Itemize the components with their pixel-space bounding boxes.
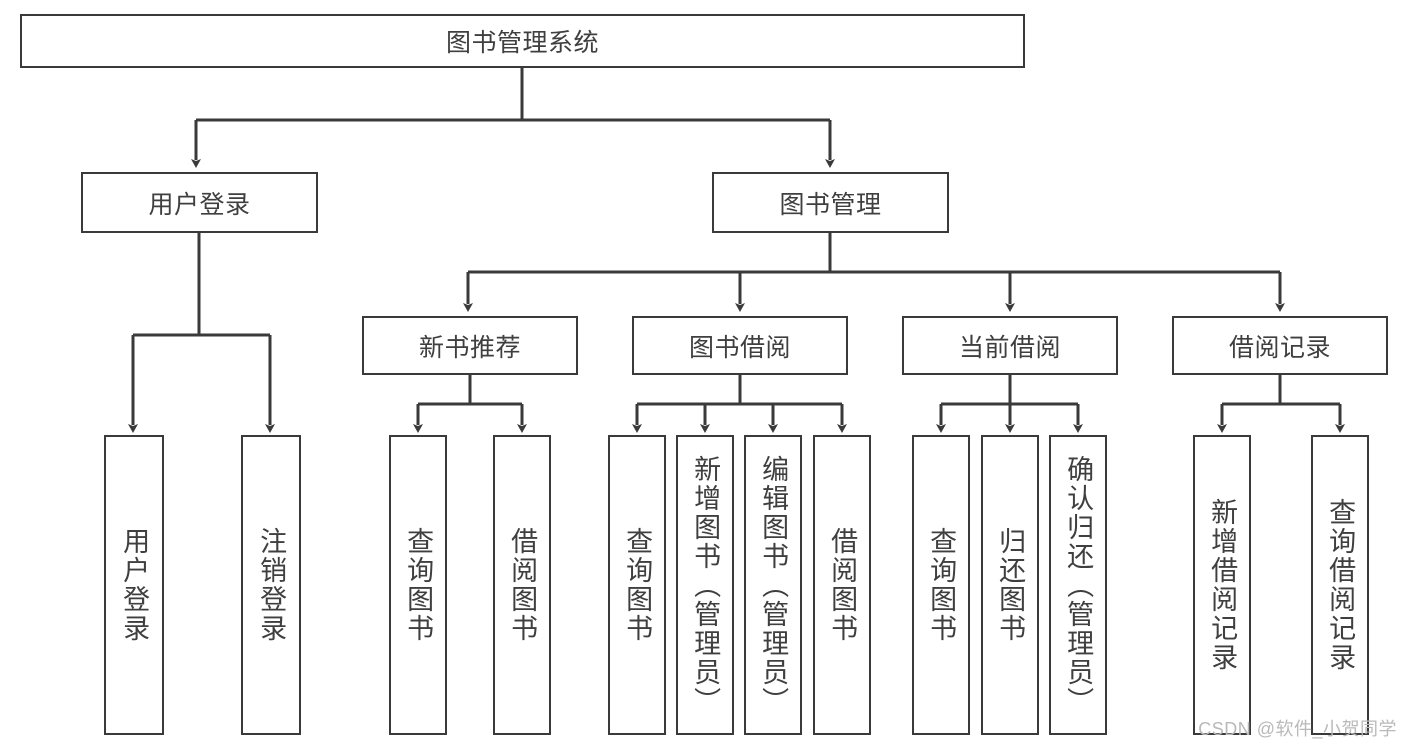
- node-current-borrow-label: 当前借阅: [958, 333, 1061, 362]
- node-leaf-query-record-label: 查询借阅记录: [1325, 498, 1356, 672]
- node-leaf-query-record[interactable]: 查询借阅记录: [1311, 435, 1369, 735]
- node-leaf-edit-book[interactable]: 编辑图书（管理员）: [744, 435, 802, 735]
- node-leaf-logout-label: 注销登录: [256, 527, 287, 643]
- node-leaf-return-book-label: 归还图书: [995, 527, 1026, 643]
- node-leaf-borrow-book-2-label: 借阅图书: [827, 527, 858, 643]
- node-leaf-borrow-book-1[interactable]: 借阅图书: [493, 435, 551, 735]
- node-leaf-user-login[interactable]: 用户登录: [104, 435, 164, 735]
- node-book-borrow[interactable]: 图书借阅: [632, 316, 848, 375]
- node-leaf-borrow-book-1-label: 借阅图书: [507, 527, 538, 643]
- node-borrow-record-label: 借阅记录: [1228, 333, 1331, 362]
- node-leaf-edit-book-label: 编辑图书（管理员）: [758, 454, 789, 716]
- node-user-login[interactable]: 用户登录: [81, 172, 318, 233]
- node-leaf-query-book-3[interactable]: 查询图书: [912, 435, 970, 735]
- node-leaf-query-book-1-label: 查询图书: [403, 527, 434, 643]
- node-book-manage-label: 图书管理: [779, 190, 882, 219]
- watermark: CSDN @软件_小贺同学: [1198, 719, 1397, 739]
- node-leaf-query-book-3-label: 查询图书: [926, 527, 957, 643]
- node-leaf-add-record-label: 新增借阅记录: [1207, 498, 1238, 672]
- node-leaf-add-book[interactable]: 新增图书（管理员）: [676, 435, 734, 735]
- node-leaf-return-book[interactable]: 归还图书: [981, 435, 1039, 735]
- node-user-login-label: 用户登录: [148, 190, 251, 219]
- node-leaf-confirm-return[interactable]: 确认归还（管理员）: [1049, 435, 1107, 735]
- node-root-label: 图书管理系统: [445, 29, 599, 57]
- node-borrow-record[interactable]: 借阅记录: [1172, 316, 1388, 375]
- node-new-book-recommend[interactable]: 新书推荐: [362, 316, 578, 375]
- node-leaf-query-book-2-label: 查询图书: [622, 527, 653, 643]
- node-root[interactable]: 图书管理系统: [20, 14, 1025, 68]
- node-leaf-add-book-label: 新增图书（管理员）: [690, 454, 721, 716]
- node-leaf-borrow-book-2[interactable]: 借阅图书: [813, 435, 871, 735]
- node-leaf-confirm-return-label: 确认归还（管理员）: [1063, 454, 1094, 716]
- node-book-borrow-label: 图书借阅: [688, 333, 791, 362]
- node-leaf-add-record[interactable]: 新增借阅记录: [1193, 435, 1251, 735]
- node-leaf-query-book-1[interactable]: 查询图书: [389, 435, 447, 735]
- node-book-manage[interactable]: 图书管理: [712, 172, 949, 233]
- node-leaf-user-login-label: 用户登录: [119, 527, 150, 643]
- node-leaf-query-book-2[interactable]: 查询图书: [608, 435, 666, 735]
- node-leaf-logout[interactable]: 注销登录: [241, 435, 301, 735]
- node-new-book-recommend-label: 新书推荐: [418, 333, 521, 362]
- node-current-borrow[interactable]: 当前借阅: [902, 316, 1118, 375]
